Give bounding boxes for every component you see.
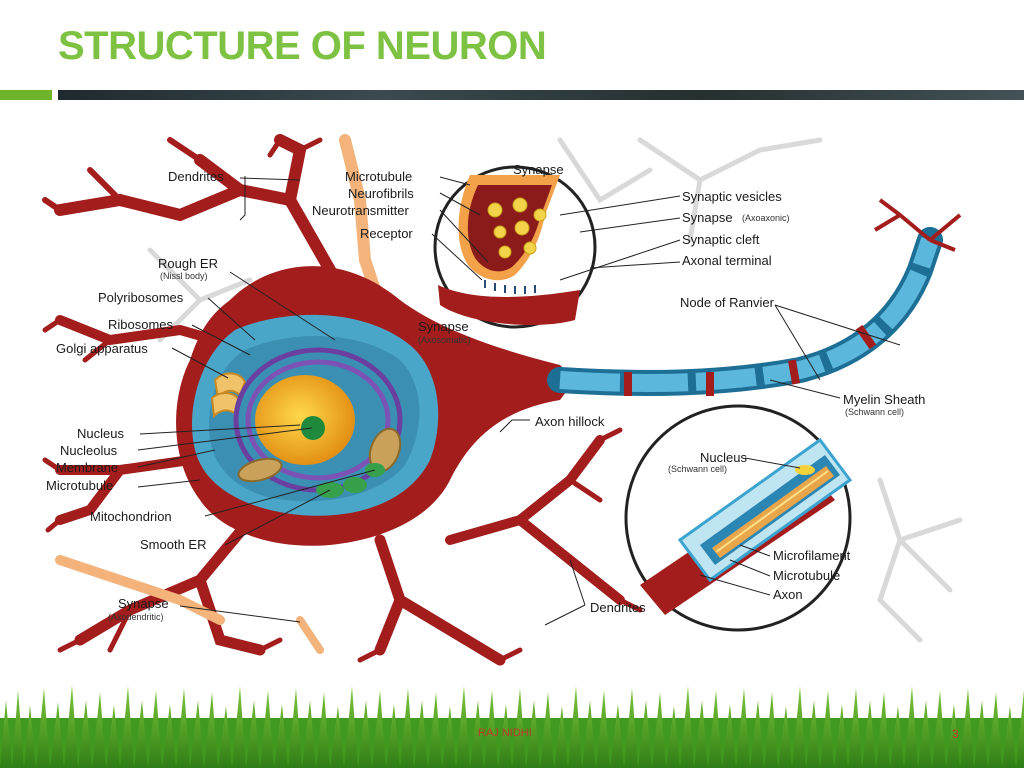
golgi-apparatus — [210, 372, 247, 419]
diagram-labels: Dendrites Microtubule Neurofibrils Neuro… — [46, 162, 925, 622]
dendrite-branches — [42, 134, 643, 666]
label-nucleus-schwann-sub: (Schwann cell) — [668, 464, 727, 474]
label-dendrites-top: Dendrites — [168, 169, 224, 184]
label-nucleolus: Nucleolus — [60, 443, 118, 458]
label-ribosomes: Ribosomes — [108, 317, 174, 332]
label-synaptic-vesicles: Synaptic vesicles — [682, 189, 782, 204]
synapse-inset — [433, 165, 597, 329]
label-dendrites-bottom: Dendrites — [590, 600, 646, 615]
axon-inset — [624, 404, 853, 632]
slide-title: STRUCTURE OF NEURON — [58, 24, 547, 68]
label-smooth-er: Smooth ER — [140, 537, 206, 552]
label-axon: Axon — [773, 587, 803, 602]
title-accent-bar — [0, 90, 52, 100]
label-axon-hillock: Axon hillock — [535, 414, 605, 429]
label-rough-er-sub: (Nissl body) — [160, 271, 208, 281]
label-golgi: Golgi apparatus — [56, 341, 148, 356]
nucleolus — [301, 416, 325, 440]
label-myelin-sheath: Myelin Sheath — [843, 392, 925, 407]
label-nucleus-schwann: Nucleus — [700, 450, 747, 465]
receptors — [484, 280, 536, 294]
label-myelin-sheath-sub: (Schwann cell) — [845, 407, 904, 417]
label-synapse-axoaxonic: Synapse — [682, 210, 733, 225]
label-membrane: Membrane — [56, 460, 118, 475]
label-microtubule-inset: Microtubule — [773, 568, 840, 583]
label-microfilament: Microfilament — [773, 548, 851, 563]
label-synapse-axosomatic: Synapse — [418, 319, 469, 334]
label-synapse-inset: Synapse — [513, 162, 564, 177]
label-rough-er: Rough ER — [158, 256, 218, 271]
label-axonal-terminal: Axonal terminal — [682, 253, 772, 268]
label-synaptic-cleft: Synaptic cleft — [682, 232, 760, 247]
label-neurotransmitter: Neurotransmitter — [312, 203, 409, 218]
label-node-of-ranvier: Node of Ranvier — [680, 295, 775, 310]
label-synapse-axodendritic-sub: (Axodendritic) — [108, 612, 164, 622]
nodes-of-ranvier — [624, 324, 877, 396]
axon — [547, 198, 962, 396]
label-neurofibrils: Neurofibrils — [348, 186, 414, 201]
label-nucleus: Nucleus — [77, 426, 124, 441]
label-receptor: Receptor — [360, 226, 413, 241]
background-neurons — [147, 137, 963, 643]
label-synapse-axodendritic: Synapse — [118, 596, 169, 611]
label-mitochondrion: Mitochondrion — [90, 509, 172, 524]
leader-lines — [137, 176, 901, 626]
grass-decoration — [0, 685, 1024, 768]
page-number: 3 — [952, 727, 959, 741]
label-microtubule-left: Microtubule — [46, 478, 113, 493]
footer-author: RAJ NIDHI — [478, 727, 532, 739]
title-divider-bar — [58, 90, 1024, 100]
label-polyribosomes: Polyribosomes — [98, 290, 184, 305]
label-synapse-axoaxonic-sub: (Axoaxonic) — [742, 213, 790, 223]
synaptic-vesicles — [487, 197, 547, 259]
label-microtubule-top: Microtubule — [345, 169, 412, 184]
label-synapse-axosomatic-sub: (Axosomatic) — [418, 335, 471, 345]
mitochondria — [237, 427, 402, 483]
